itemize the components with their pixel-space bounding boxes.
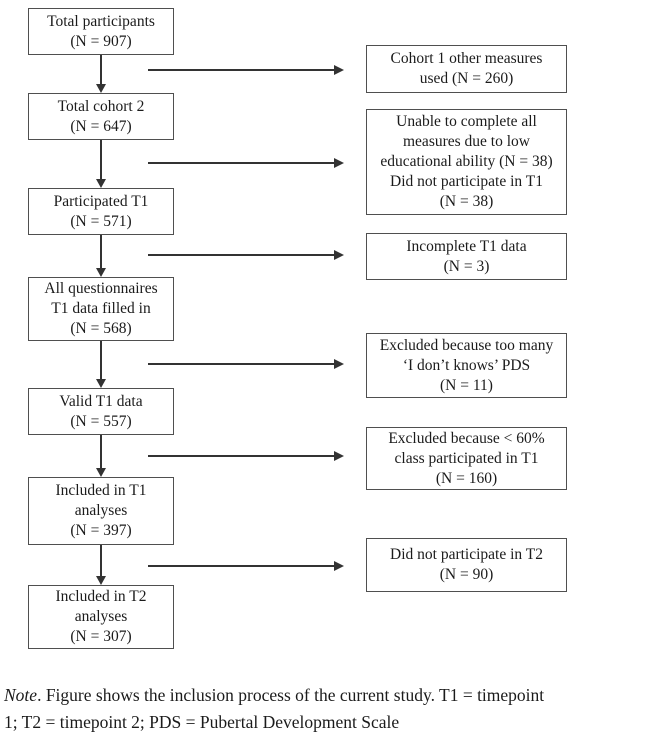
- note-prefix: Note: [4, 685, 38, 705]
- box-all-questionnaires-t1: All questionnaires T1 data filled in (N …: [28, 277, 174, 341]
- box-included-t2-analyses: Included in T2 analyses (N = 307): [28, 585, 174, 649]
- box-less-than-60-percent-class: Excluded because < 60% class participate…: [366, 427, 567, 490]
- box-too-many-i-dont-knows-pds-label: Excluded because too many ‘I don’t knows…: [379, 336, 554, 394]
- down-arrow-6-icon: [100, 545, 102, 577]
- box-cohort-1-other-measures: Cohort 1 other measures used (N = 260): [366, 45, 567, 93]
- box-did-not-participate-t2: Did not participate in T2 (N = 90): [366, 538, 567, 592]
- box-total-cohort-2: Total cohort 2 (N = 647): [28, 93, 174, 140]
- down-arrow-2-icon: [100, 140, 102, 180]
- box-incomplete-t1-data: Incomplete T1 data (N = 3): [366, 233, 567, 280]
- box-total-cohort-2-label: Total cohort 2 (N = 647): [57, 97, 145, 135]
- box-less-than-60-percent-class-label: Excluded because < 60% class participate…: [388, 429, 545, 487]
- box-incomplete-t1-data-label: Incomplete T1 data (N = 3): [406, 237, 527, 275]
- right-arrow-4-icon: [148, 363, 335, 365]
- down-arrow-3-icon: [100, 235, 102, 269]
- note-line-2: 1; T2 = timepoint 2; PDS = Pubertal Deve…: [4, 711, 400, 732]
- right-arrow-2-icon: [148, 162, 335, 164]
- box-included-t1-analyses: Included in T1 analyses (N = 397): [28, 477, 174, 545]
- box-cohort-1-other-measures-label: Cohort 1 other measures used (N = 260): [390, 50, 543, 87]
- box-total-participants-label: Total participants (N = 907): [47, 12, 155, 50]
- right-arrow-5-icon: [148, 455, 335, 457]
- box-valid-t1-data: Valid T1 data (N = 557): [28, 388, 174, 435]
- box-did-not-participate-t2-label: Did not participate in T2 (N = 90): [390, 546, 543, 583]
- down-arrow-1-icon: [100, 55, 102, 85]
- box-unable-low-educational-ability-label: Unable to complete all measures due to l…: [380, 113, 553, 210]
- note-line-1: . Figure shows the inclusion process of …: [37, 685, 545, 705]
- down-arrow-5-icon: [100, 435, 102, 469]
- right-arrow-6-icon: [148, 565, 335, 567]
- box-included-t1-analyses-label: Included in T1 analyses (N = 397): [55, 482, 147, 539]
- box-all-questionnaires-t1-label: All questionnaires T1 data filled in (N …: [44, 280, 158, 337]
- down-arrow-4-icon: [100, 341, 102, 380]
- box-participated-t1: Participated T1 (N = 571): [28, 188, 174, 235]
- box-participated-t1-label: Participated T1 (N = 571): [53, 192, 149, 230]
- box-unable-low-educational-ability: Unable to complete all measures due to l…: [366, 109, 567, 215]
- box-included-t2-analyses-label: Included in T2 analyses (N = 307): [55, 588, 147, 645]
- box-valid-t1-data-label: Valid T1 data (N = 557): [59, 392, 143, 430]
- figure-note: Note. Figure shows the inclusion process…: [4, 682, 659, 735]
- right-arrow-3-icon: [148, 254, 335, 256]
- box-total-participants: Total participants (N = 907): [28, 8, 174, 55]
- box-too-many-i-dont-knows-pds: Excluded because too many ‘I don’t knows…: [366, 333, 567, 398]
- right-arrow-1-icon: [148, 69, 335, 71]
